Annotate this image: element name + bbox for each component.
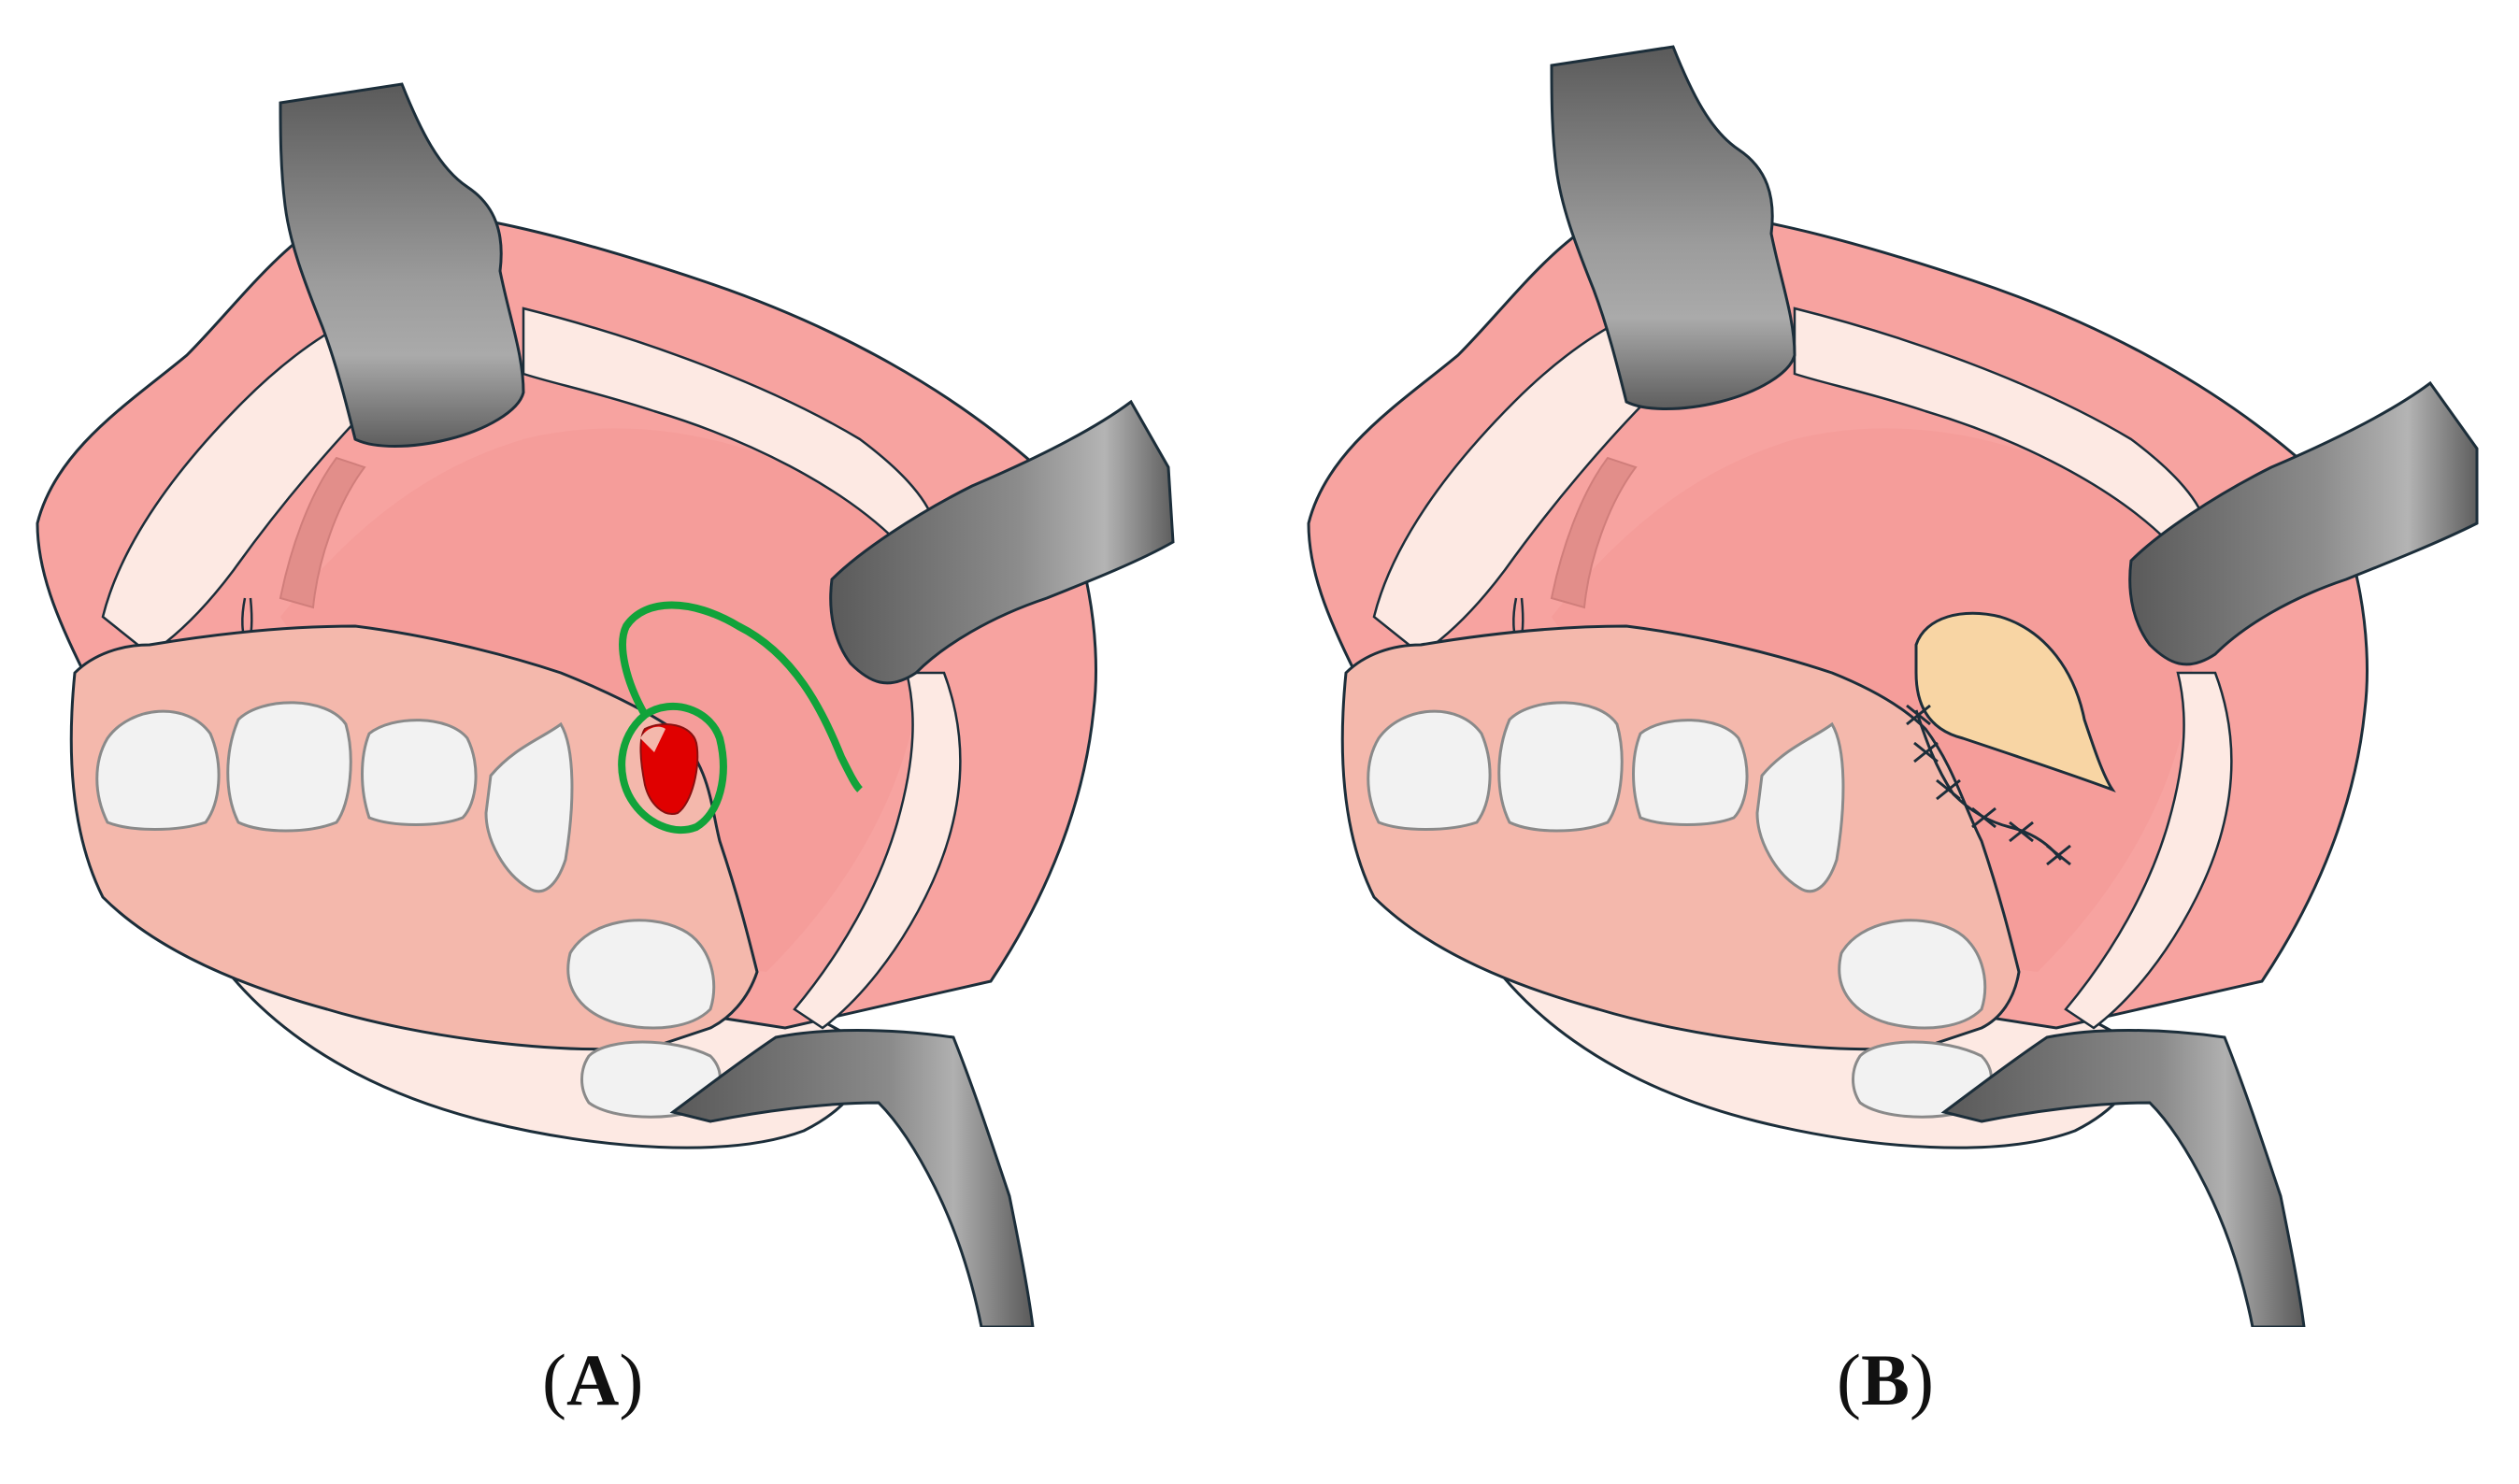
excision-outline <box>618 703 727 835</box>
oral-surgery-illustration-b <box>1307 45 2479 1327</box>
tooth-incisor-2 <box>1497 701 1624 833</box>
caption-a-letter: A <box>565 1339 620 1420</box>
tooth-incisor-1 <box>1367 709 1492 831</box>
caption-b: (B) <box>1837 1338 1934 1422</box>
tooth-lateral <box>1632 719 1749 826</box>
suture-4 <box>1971 806 1997 829</box>
suture-5 <box>2009 820 2034 843</box>
tooth-lower-molar <box>566 919 716 1030</box>
frenulum <box>279 456 366 609</box>
suture-1 <box>1906 704 1931 726</box>
lower-retractor <box>1940 1029 2306 1327</box>
right-retractor <box>829 399 1175 685</box>
tooth-lower-molar <box>1838 919 1987 1030</box>
panel-b <box>1271 0 2486 1327</box>
upper-retractor <box>1550 45 1796 410</box>
caption-a-close: ) <box>619 1339 644 1420</box>
panel-a <box>0 0 1215 1327</box>
right-retractor <box>2128 380 2479 666</box>
suture-3 <box>1936 778 1961 801</box>
lesion-highlight <box>640 726 666 752</box>
suture-6 <box>2046 844 2071 866</box>
caption-b-open: ( <box>1837 1339 1861 1420</box>
sutures <box>1906 704 2071 866</box>
right-commissure <box>793 671 962 1030</box>
caption-a-open: ( <box>542 1339 566 1420</box>
caption-b-letter: B <box>1860 1339 1911 1420</box>
caption-a: (A) <box>542 1338 643 1422</box>
right-commissure <box>2064 671 2233 1030</box>
flap-incision-line <box>619 601 863 792</box>
frenulum <box>1550 456 1638 609</box>
tooth-incisor-2 <box>226 701 352 833</box>
upper-retractor <box>279 82 525 448</box>
donor-site-graft <box>1914 611 2116 793</box>
caption-b-close: ) <box>1910 1339 1934 1420</box>
tooth-canine <box>1755 721 1845 893</box>
lower-retractor <box>669 1029 1035 1327</box>
tooth-lateral <box>361 719 478 826</box>
oral-surgery-illustration-a <box>36 82 1175 1327</box>
suture-2 <box>1913 741 1939 763</box>
tooth-canine <box>484 721 574 893</box>
tooth-incisor-1 <box>95 709 221 831</box>
